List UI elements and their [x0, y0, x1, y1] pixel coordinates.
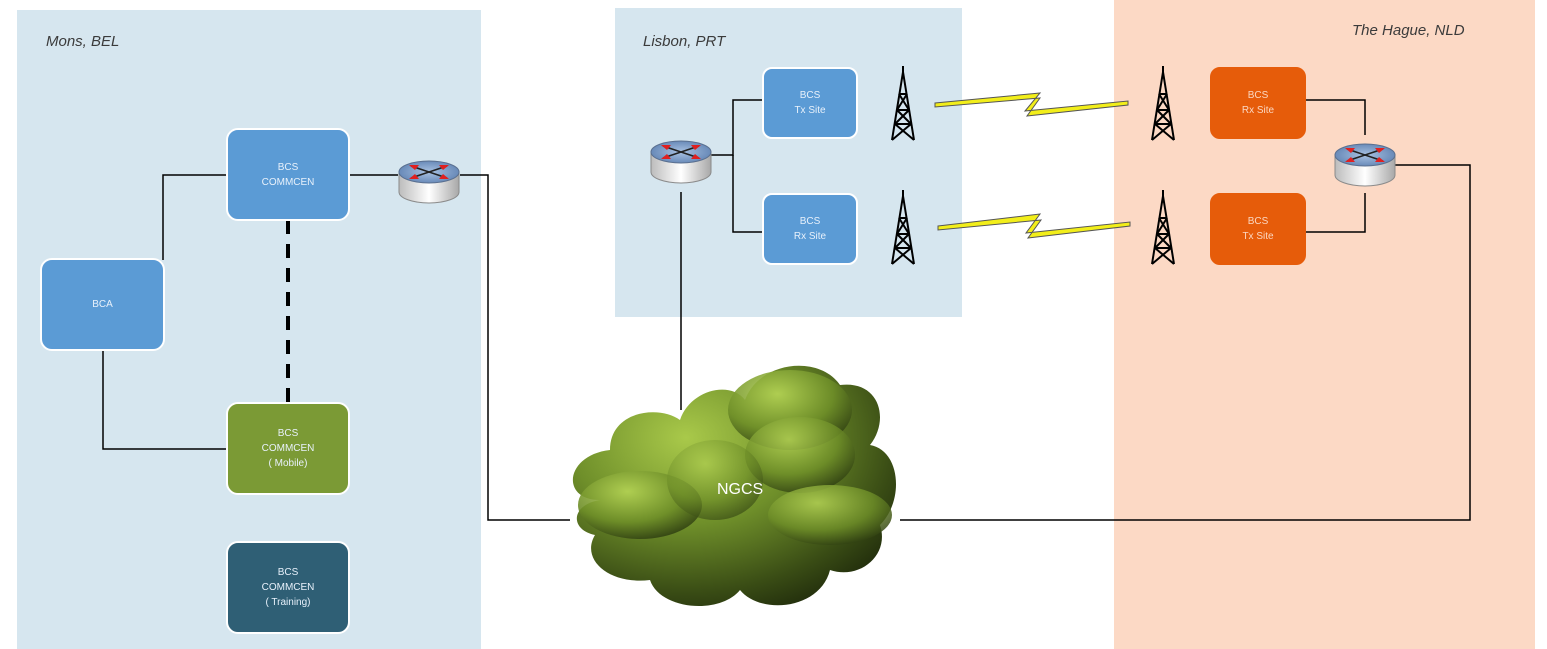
node-label-line: BCS: [1247, 90, 1269, 101]
node-label-line: BCS: [1247, 216, 1269, 227]
node-lisbon-tx-site[interactable]: BCS Tx Site: [762, 67, 858, 139]
node-label-line: ( Mobile): [268, 458, 308, 469]
node-label-line: COMMCEN: [261, 582, 315, 593]
link-lisbon-router-rx: [732, 155, 764, 233]
node-bca[interactable]: BCA: [40, 258, 165, 351]
link-bca-commcen: [162, 174, 227, 260]
lightning-bolt-icon: [934, 92, 1129, 117]
node-label-line: BCS: [277, 161, 299, 173]
link-bca-mobile: [102, 350, 227, 450]
node-label-line: BCS: [799, 216, 821, 227]
radio-tower-icon: [891, 65, 915, 141]
node-label-line: COMMCEN: [261, 443, 315, 454]
node-label-line: COMMCEN: [261, 176, 315, 188]
lightning-bolt-icon: [937, 213, 1131, 239]
node-label-line: BCS: [799, 90, 821, 101]
node-label-line: Rx Site: [1241, 105, 1275, 116]
router-icon: [650, 140, 712, 184]
site-label-mons: Mons, BEL: [46, 33, 120, 50]
site-region-hague: [1114, 0, 1535, 649]
node-label-line: Tx Site: [794, 105, 826, 116]
link-lisbon-router-tx: [711, 99, 764, 156]
radio-tower-icon: [1151, 65, 1175, 141]
network-cloud-icon: [572, 365, 897, 607]
node-mons-commcen-training[interactable]: BCS COMMCEN ( Training): [226, 541, 350, 634]
node-hague-tx-site[interactable]: BCS Tx Site: [1210, 193, 1306, 265]
node-label-line: Tx Site: [1242, 231, 1274, 242]
node-mons-commcen[interactable]: BCS COMMCEN: [226, 128, 350, 221]
radio-tower-icon: [1151, 189, 1175, 265]
node-label-line: BCS: [277, 428, 299, 439]
node-label-line: ( Training): [265, 597, 311, 608]
site-label-lisbon: Lisbon, PRT: [643, 33, 726, 50]
router-icon: [398, 160, 460, 204]
node-label-line: BCA: [92, 299, 113, 310]
link-hague-router-ngcs: [900, 164, 1471, 521]
link-hague-rx-router: [1305, 99, 1366, 135]
node-lisbon-rx-site[interactable]: BCS Rx Site: [762, 193, 858, 265]
node-mons-commcen-mobile[interactable]: BCS COMMCEN ( Mobile): [226, 402, 350, 495]
node-label-line: BCS: [277, 567, 299, 578]
ngcs-label: NGCS: [717, 481, 764, 498]
router-icon: [1334, 143, 1396, 187]
link-mons-router-ngcs: [460, 174, 570, 521]
node-hague-rx-site[interactable]: BCS Rx Site: [1210, 67, 1306, 139]
node-label-line: Rx Site: [793, 231, 827, 242]
radio-tower-icon: [891, 189, 915, 265]
site-label-hague: The Hague, NLD: [1352, 22, 1465, 39]
link-hague-tx-router: [1305, 193, 1366, 233]
